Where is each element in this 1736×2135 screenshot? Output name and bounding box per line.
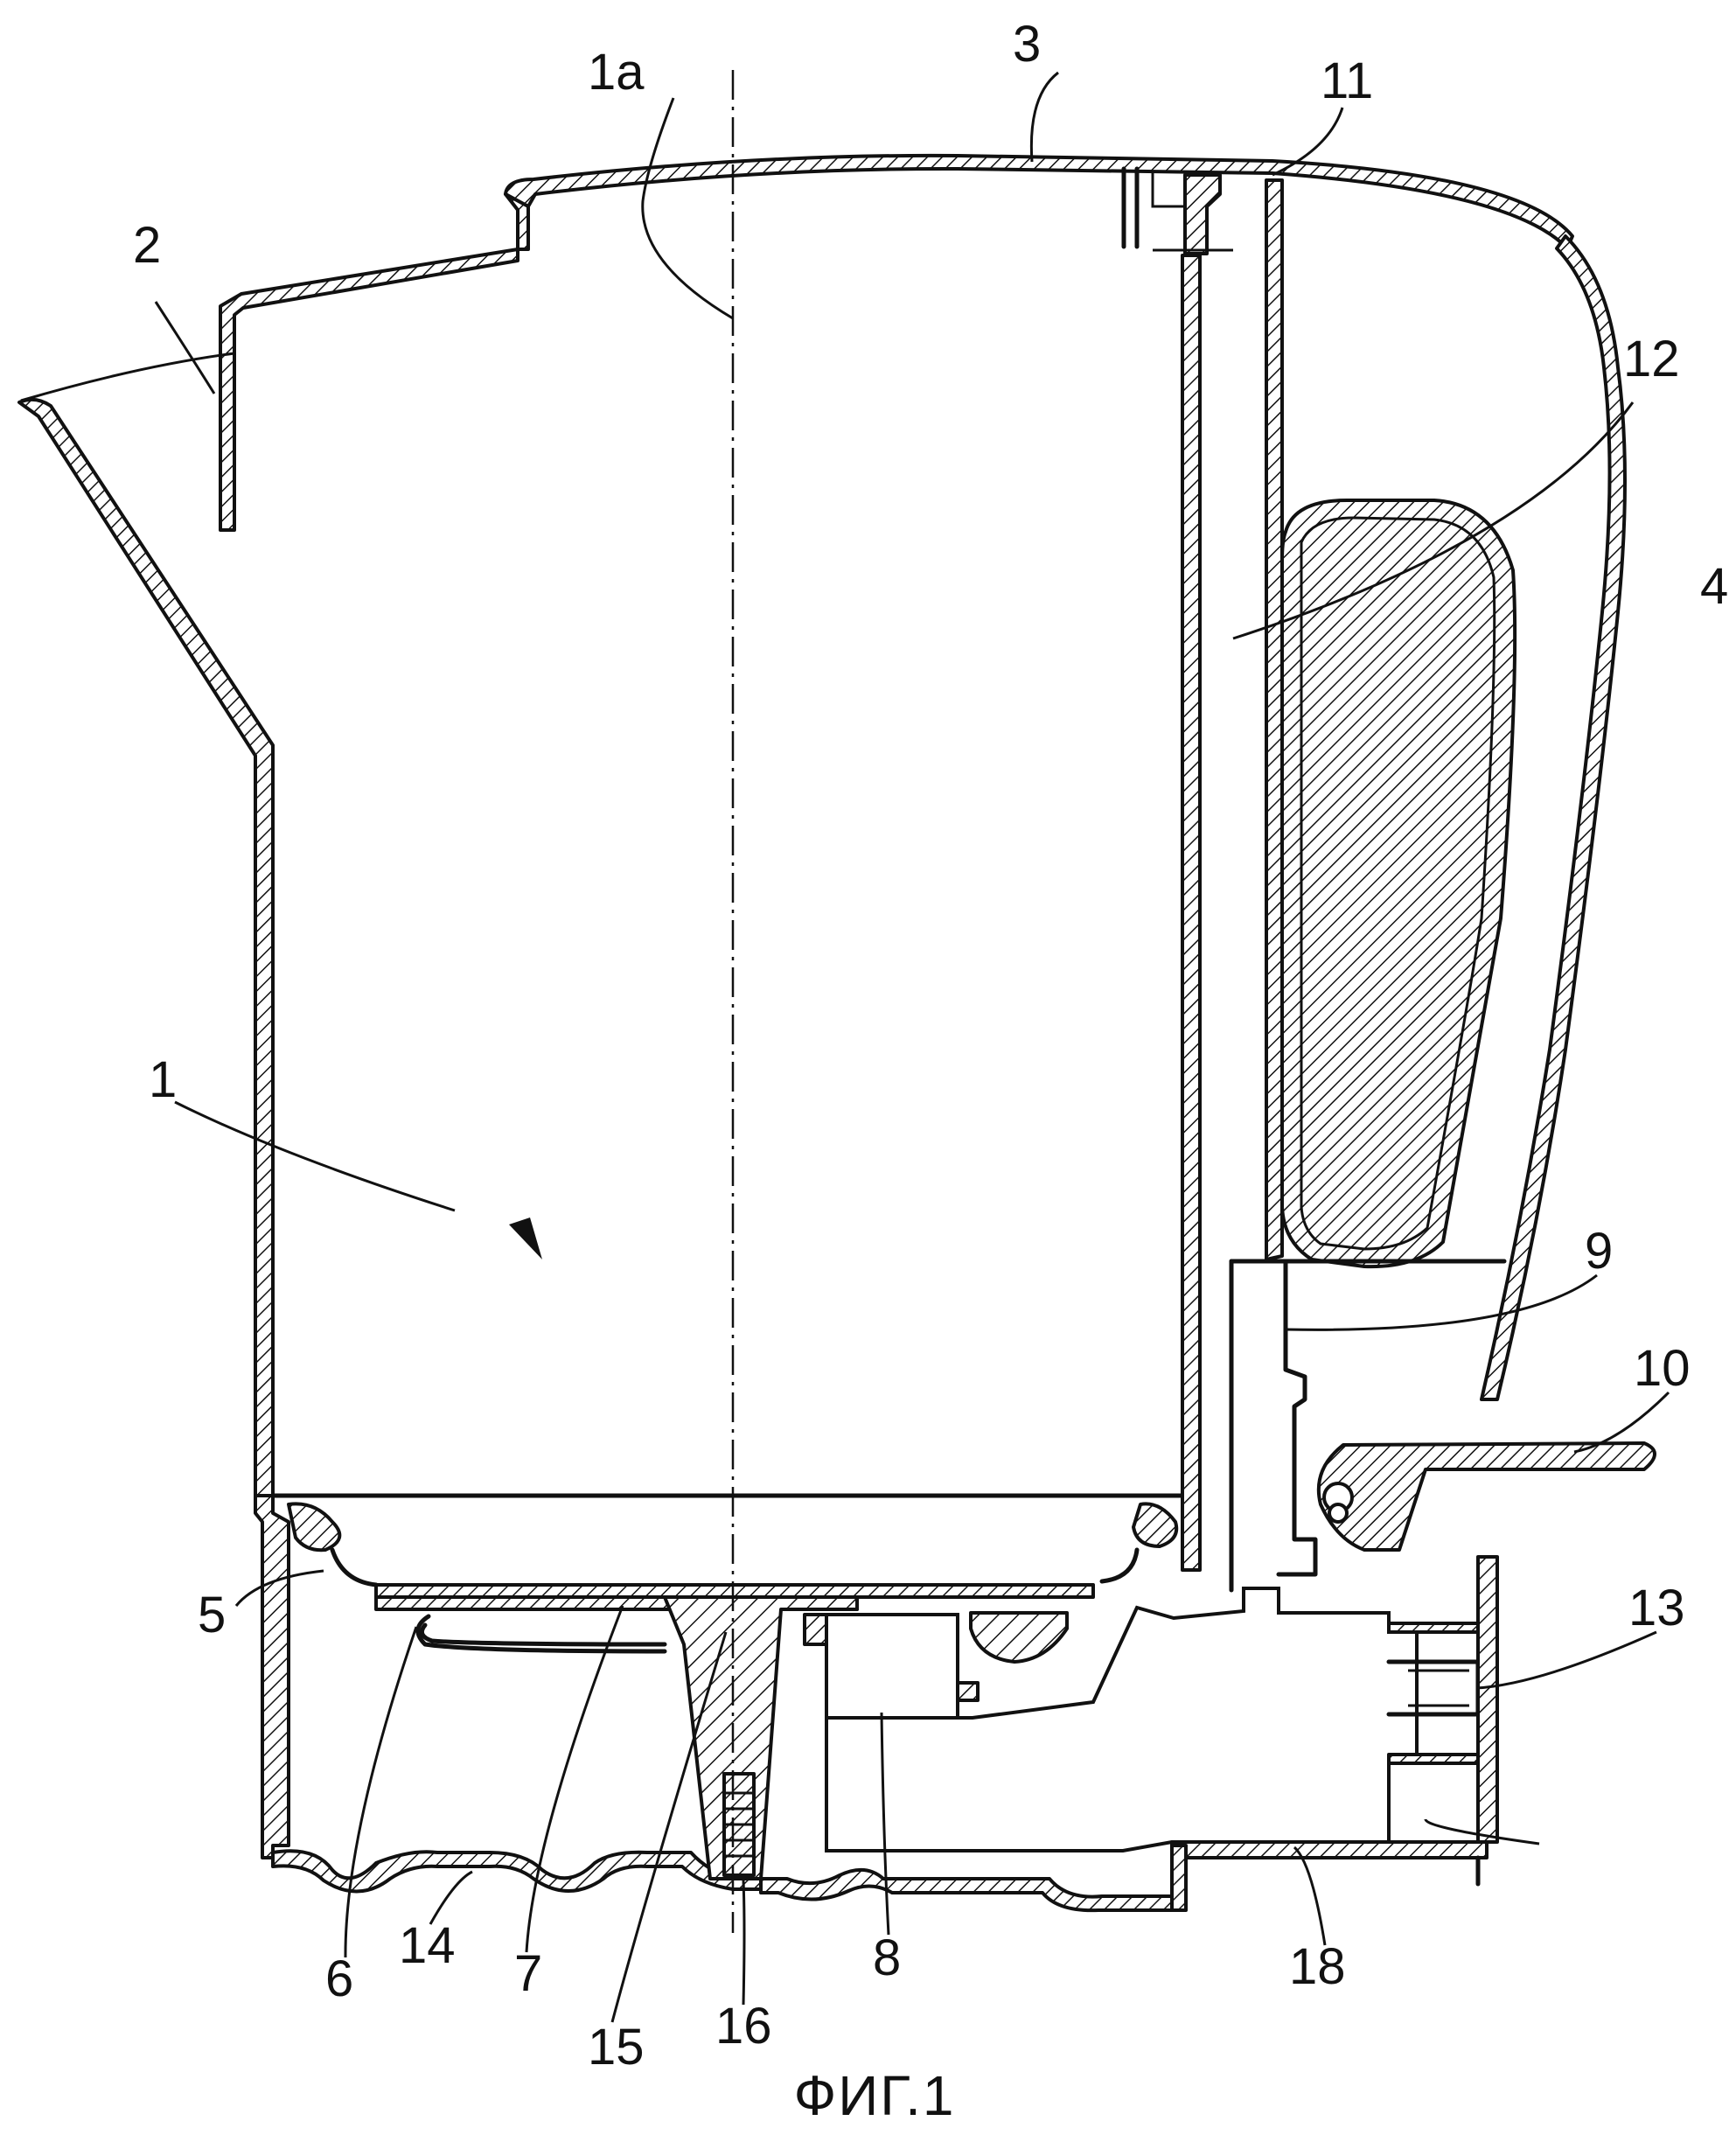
lid bbox=[505, 156, 1572, 249]
label-5: 5 bbox=[198, 1587, 226, 1643]
label-16: 16 bbox=[715, 1998, 772, 2055]
label-7: 7 bbox=[514, 1945, 542, 2002]
water-tank bbox=[273, 171, 1203, 1570]
switch-lever bbox=[1319, 1443, 1655, 1550]
handle bbox=[1282, 236, 1625, 1399]
label-1a: 1a bbox=[588, 44, 645, 101]
label-2: 2 bbox=[133, 217, 161, 274]
spout bbox=[19, 249, 518, 1496]
label-6: 6 bbox=[325, 1950, 353, 2007]
label-11: 11 bbox=[1321, 52, 1373, 109]
label-9: 9 bbox=[1585, 1223, 1613, 1280]
thermostat bbox=[805, 1613, 1067, 1718]
label-8: 8 bbox=[873, 1929, 901, 1986]
inner-column bbox=[1266, 180, 1282, 1259]
connector-block bbox=[826, 1557, 1497, 1910]
label-15: 15 bbox=[588, 2019, 645, 2076]
label-13: 13 bbox=[1628, 1580, 1685, 1636]
label-10: 10 bbox=[1634, 1340, 1691, 1397]
label-4: 4 bbox=[1700, 558, 1728, 615]
label-3: 3 bbox=[1013, 16, 1041, 73]
label-12: 12 bbox=[1623, 331, 1680, 387]
label-1: 1 bbox=[149, 1051, 177, 1108]
label-18: 18 bbox=[1289, 1938, 1346, 1995]
figure-caption: ФИГ.1 bbox=[794, 2064, 956, 2127]
lid-catch bbox=[1153, 175, 1233, 254]
label-14: 14 bbox=[399, 1917, 456, 1974]
